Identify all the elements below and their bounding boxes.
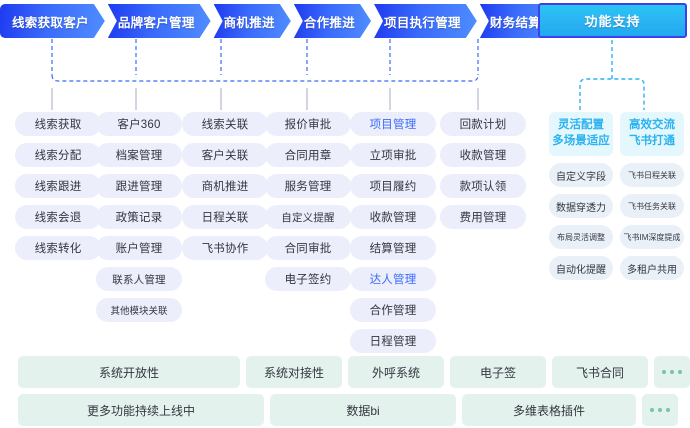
support-group-header: 高效交流飞书打通 — [620, 112, 684, 156]
bottom-box[interactable]: 多维表格插件 — [462, 394, 636, 426]
flow-step-1[interactable]: 品牌客户管理 — [108, 4, 211, 38]
bottom-box[interactable]: 更多功能持续上线中 — [18, 394, 264, 426]
flow-step-3[interactable]: 合作推进 — [294, 4, 371, 38]
support-group-header: 灵活配置多场景适应 — [549, 112, 613, 156]
feature-pill[interactable]: 回款计划 — [440, 112, 526, 136]
feature-pill[interactable]: 合同用章 — [265, 143, 351, 167]
feature-pill[interactable]: 联系人管理 — [96, 267, 182, 291]
support-pill[interactable]: 自动化提醒 — [549, 256, 613, 280]
feature-pill[interactable]: 政策记录 — [96, 205, 182, 229]
feature-pill[interactable]: 结算管理 — [350, 236, 436, 260]
support-header-line2: 飞书打通 — [629, 135, 675, 147]
flow-step-2[interactable]: 商机推进 — [214, 4, 291, 38]
bottom-box[interactable]: 系统对接性 — [246, 356, 342, 388]
bottom-box[interactable]: 飞书合同 — [552, 356, 648, 388]
support-header-line1: 灵活配置 — [558, 119, 604, 132]
feature-column-project: 项目管理立项审批项目履约收款管理结算管理达人管理合作管理日程管理 — [350, 112, 436, 353]
feature-column-customer: 客户360 档案管理跟进管理政策记录账户管理联系人管理其他模块关联 — [96, 112, 182, 322]
feature-pill[interactable]: 档案管理 — [96, 143, 182, 167]
support-pill[interactable]: 布局灵活调整 — [549, 225, 613, 249]
more-options-button[interactable] — [654, 356, 690, 388]
feature-pill[interactable]: 电子签约 — [265, 267, 351, 291]
feature-pill[interactable]: 日程管理 — [350, 329, 436, 353]
support-pill[interactable]: 自定义字段 — [549, 163, 613, 187]
support-button[interactable]: 功能支持 — [538, 3, 687, 38]
process-flow: 线索获取客户品牌客户管理商机推进合作推进项目执行管理财务结算 — [0, 4, 560, 38]
support-group-flexible: 灵活配置多场景适应自定义字段数据穿透力布局灵活调整自动化提醒 — [549, 112, 613, 280]
feature-pill[interactable]: 立项审批 — [350, 143, 436, 167]
ellipsis-icon — [650, 408, 670, 412]
feature-pill[interactable]: 合同审批 — [265, 236, 351, 260]
feature-pill[interactable]: 其他模块关联 — [96, 298, 182, 322]
feature-column-cooperation: 报价审批合同用章服务管理自定义提醒合同审批电子签约 — [265, 112, 351, 291]
feature-pill[interactable]: 线索获取 — [15, 112, 101, 136]
feature-pill[interactable]: 客户关联 — [182, 143, 268, 167]
support-pill[interactable]: 飞书日程关联 — [620, 163, 684, 187]
support-pill[interactable]: 多租户共用 — [620, 256, 684, 280]
feature-column-finance: 回款计划收款管理款项认领费用管理 — [440, 112, 526, 229]
support-pill[interactable]: 数据穿透力 — [549, 194, 613, 218]
bottom-box[interactable]: 数据bi — [270, 394, 456, 426]
support-header-line2: 多场景适应 — [552, 135, 610, 147]
feature-pill[interactable]: 项目管理 — [350, 112, 436, 136]
bottom-row-openness: 系统开放性系统对接性外呼系统电子签飞书合同 — [18, 356, 690, 388]
feature-pill[interactable]: 客户360 — [96, 112, 182, 136]
feature-pill[interactable]: 报价审批 — [265, 112, 351, 136]
feature-pill[interactable]: 线索关联 — [182, 112, 268, 136]
feature-pill[interactable]: 线索转化 — [15, 236, 101, 260]
flow-step-0[interactable]: 线索获取客户 — [0, 4, 105, 38]
feature-pill[interactable]: 达人管理 — [350, 267, 436, 291]
feature-pill[interactable]: 收款管理 — [350, 205, 436, 229]
feature-pill[interactable]: 飞书协作 — [182, 236, 268, 260]
flow-step-4[interactable]: 项目执行管理 — [374, 4, 477, 38]
feature-pill[interactable]: 商机推进 — [182, 174, 268, 198]
feature-pill[interactable]: 线索分配 — [15, 143, 101, 167]
bottom-box[interactable]: 电子签 — [450, 356, 546, 388]
bottom-box[interactable]: 外呼系统 — [348, 356, 444, 388]
bottom-box[interactable]: 系统开放性 — [18, 356, 240, 388]
feature-pill[interactable]: 款项认领 — [440, 174, 526, 198]
feature-pill[interactable]: 账户管理 — [96, 236, 182, 260]
feature-pill[interactable]: 合作管理 — [350, 298, 436, 322]
feature-pill[interactable]: 线索会退 — [15, 205, 101, 229]
feature-pill[interactable]: 线索跟进 — [15, 174, 101, 198]
feature-pill[interactable]: 项目履约 — [350, 174, 436, 198]
support-pill[interactable]: 飞书IM深度提成 — [620, 225, 684, 249]
feature-pill[interactable]: 跟进管理 — [96, 174, 182, 198]
feature-pill[interactable]: 收款管理 — [440, 143, 526, 167]
feature-pill[interactable]: 自定义提醒 — [265, 205, 351, 229]
more-options-button[interactable] — [642, 394, 678, 426]
support-header-line1: 高效交流 — [629, 119, 675, 132]
ellipsis-icon — [662, 370, 682, 374]
feature-pill[interactable]: 费用管理 — [440, 205, 526, 229]
feature-pill[interactable]: 日程关联 — [182, 205, 268, 229]
feature-pill[interactable]: 服务管理 — [265, 174, 351, 198]
support-pill[interactable]: 飞书任务关联 — [620, 194, 684, 218]
support-group-feishu: 高效交流飞书打通飞书日程关联飞书任务关联飞书IM深度提成多租户共用 — [620, 112, 684, 280]
feature-column-opportunity: 线索关联客户关联商机推进日程关联飞书协作 — [182, 112, 268, 260]
feature-column-lead: 线索获取线索分配线索跟进线索会退线索转化 — [15, 112, 101, 260]
